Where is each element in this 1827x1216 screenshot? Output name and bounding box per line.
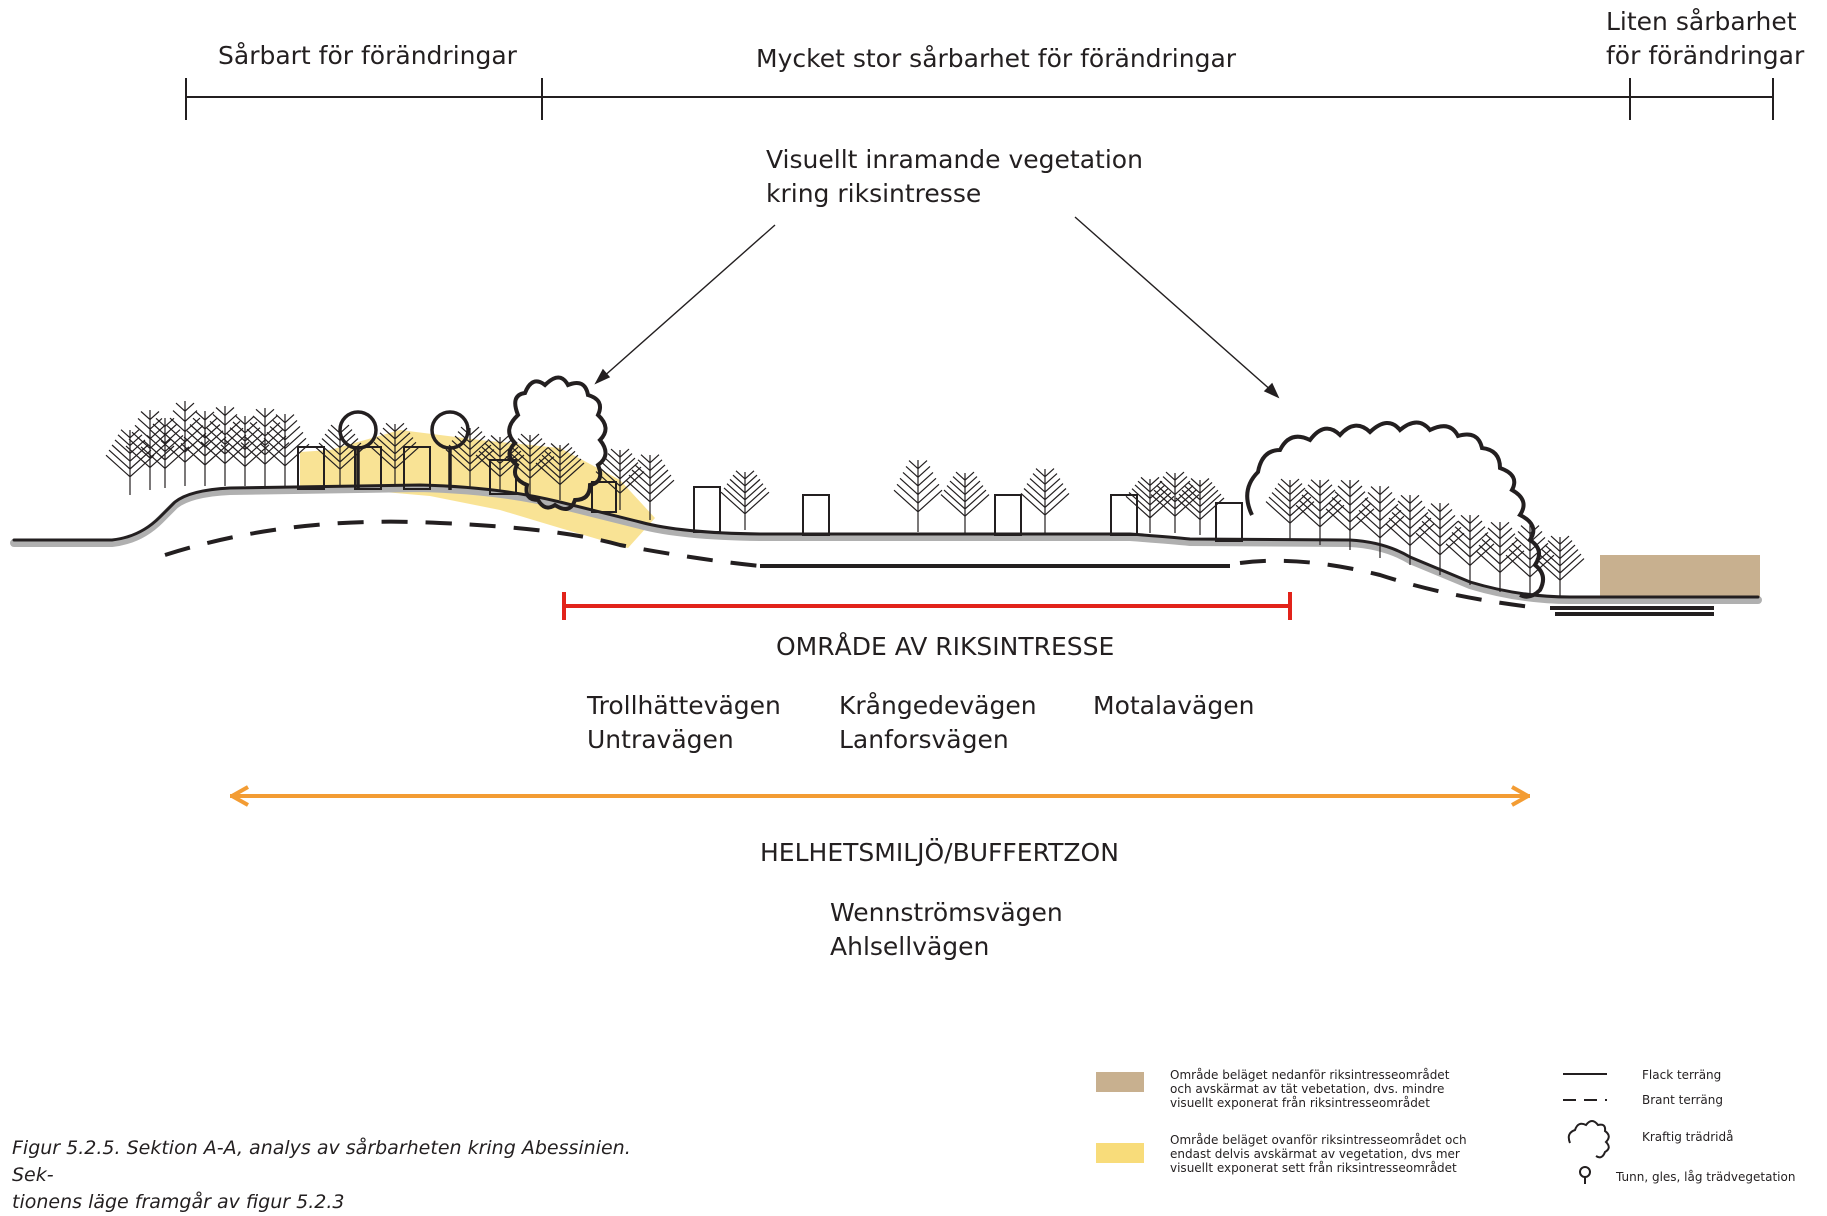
ground-profile (10, 483, 1762, 604)
figure-caption: Figur 5.2.5. Sektion A-A, analys av sårb… (12, 1135, 652, 1216)
legend-swatch-exposed (1096, 1143, 1144, 1163)
legend-line: Område beläget nedanför riksintresseområ… (1170, 1068, 1450, 1082)
tree-sketch (1325, 479, 1375, 550)
terrain-lines (164, 519, 1714, 616)
tree-sketch (240, 408, 290, 486)
sparse-tree-icon (1579, 1166, 1591, 1184)
road-name: Untravägen (587, 725, 734, 754)
legend-line: visuellt exponerat sett från riksintress… (1170, 1161, 1457, 1175)
tree-sketch (370, 422, 420, 486)
tree-sketch (625, 454, 675, 520)
tree-wall-icon (1567, 1120, 1610, 1159)
road-group-1: Trollhättevägen Untravägen (587, 689, 781, 757)
road-name: Motalavägen (1093, 691, 1255, 720)
legend-text-lower: Område beläget nedanför riksintresseområ… (1170, 1068, 1449, 1110)
legend-line: endast delvis avskärmat av vegetation, d… (1170, 1147, 1460, 1161)
tree-sketch (180, 411, 230, 486)
road-name: Wennströmsvägen (830, 898, 1063, 927)
road-name: Ahlsellvägen (830, 932, 990, 961)
lower-area-fill (1600, 555, 1760, 599)
tree-sketch (315, 424, 365, 486)
tree-sketch (505, 433, 555, 495)
tree-sketch (445, 426, 495, 488)
tree-sketch (1415, 503, 1465, 575)
riksintresse-extent-bar (562, 592, 1292, 620)
road-group-3: Motalavägen (1093, 689, 1254, 723)
zone-label-liten-line1: Liten sårbarhet (1606, 7, 1797, 36)
zone-label-liten-line2: för förändringar (1606, 41, 1805, 70)
legend-line: Område beläget ovanför riksintresseområd… (1170, 1133, 1467, 1147)
tree-sketch (1265, 478, 1315, 540)
buffer-title: HELHETSMILJÖ/BUFFERTZON (760, 838, 1119, 867)
tree-sketch (125, 410, 175, 490)
tree-sketch (1475, 521, 1525, 592)
zone-label-liten: Liten sårbarhet för förändringar (1606, 5, 1805, 73)
tree-sketch (1505, 525, 1555, 597)
tree-sketch (1385, 494, 1435, 565)
road-name: Krångedevägen (839, 691, 1037, 720)
road-name: Lanforsvägen (839, 725, 1009, 754)
tree-sketch (200, 406, 250, 486)
vulnerability-zone-scale (185, 78, 1774, 120)
tree-sketch (893, 460, 943, 532)
tree-sketch (1445, 514, 1495, 585)
legend-swatch-lower (1096, 1072, 1144, 1092)
vegetation-annotation: Visuellt inramande vegetation kring riks… (766, 143, 1143, 211)
deciduous-trees (105, 401, 1585, 597)
zone-label-sarbart: Sårbart för förändringar (218, 41, 517, 70)
road-group-2: Krångedevägen Lanforsvägen (839, 689, 1037, 757)
buffer-roads: Wennströmsvägen Ahlsellvägen (830, 896, 1063, 964)
tree-sketch (1535, 535, 1585, 597)
tree-sketch (940, 471, 990, 533)
section-diagram (10, 78, 1774, 1184)
sparse-trees (338, 410, 470, 490)
legend-label-sparse: Tunn, gles, låg trädvegetation (1616, 1170, 1796, 1184)
tree-sketch (160, 401, 210, 486)
caption-line2: tionens läge framgår av figur 5.2.3 (12, 1191, 345, 1213)
annotation-arrows (594, 216, 1280, 399)
annotation-line1: Visuellt inramande vegetation (766, 145, 1143, 174)
tree-sketch (220, 415, 270, 486)
legend-label-flat: Flack terräng (1642, 1068, 1722, 1082)
tree-sketch (1150, 471, 1200, 533)
riksintresse-title: OMRÅDE AV RIKSINTRESSE (776, 632, 1115, 661)
tree-sketch (1020, 468, 1070, 533)
legend-text-exposed: Område beläget ovanför riksintresseområd… (1170, 1133, 1467, 1175)
tree-sketch (260, 414, 310, 486)
tree-wall-blobs (507, 375, 1546, 599)
zone-label-mycket: Mycket stor sårbarhet för förändringar (756, 44, 1237, 73)
tree-sketch (720, 470, 770, 530)
legend-label-steep: Brant terräng (1642, 1093, 1723, 1107)
legend-line: visuellt exponerat från riksintresseområ… (1170, 1096, 1430, 1110)
road-name: Trollhättevägen (587, 691, 781, 720)
tree-sketch (1175, 478, 1225, 535)
annotation-line2: kring riksintresse (766, 179, 982, 208)
buffer-extent-arrow (230, 785, 1530, 807)
tree-sketch (1125, 476, 1175, 533)
legend-line: och avskärmat av tät vebetation, dvs. mi… (1170, 1082, 1445, 1096)
tree-sketch (535, 443, 585, 500)
legend-label-treewall: Kraftig trädridå (1642, 1130, 1734, 1144)
caption-line1: Figur 5.2.5. Sektion A-A, analys av sårb… (12, 1137, 631, 1186)
